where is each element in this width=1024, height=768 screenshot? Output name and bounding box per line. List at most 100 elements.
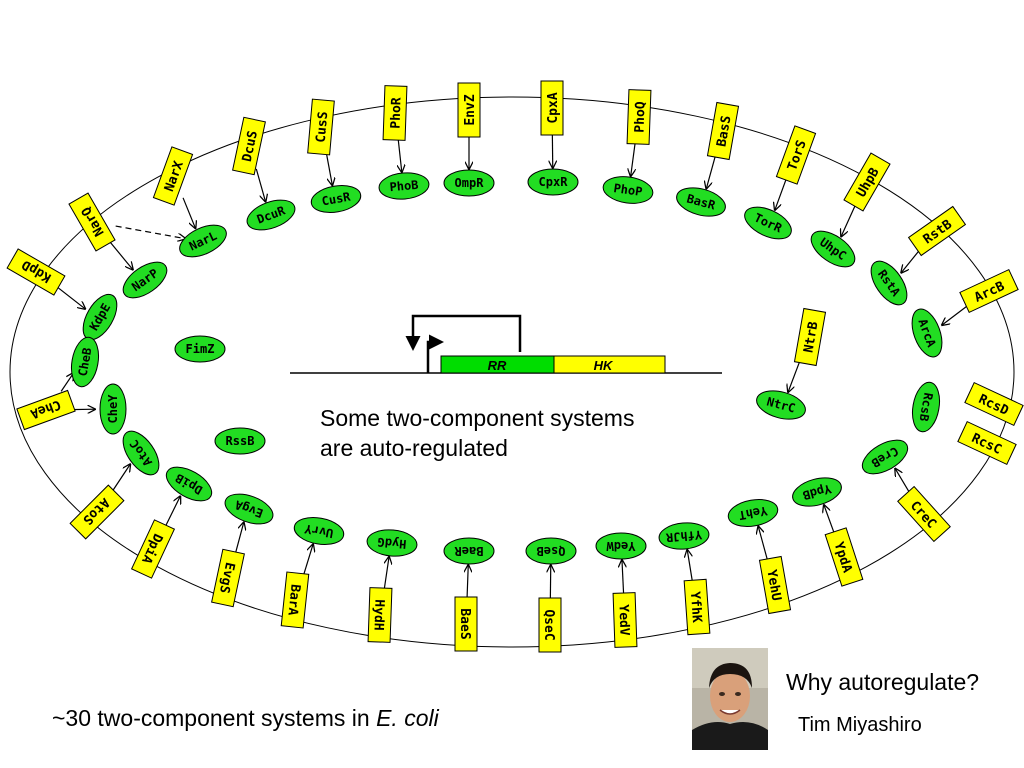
kinase-box [280,571,310,629]
kinase-label: CusS [314,111,332,144]
regulator-ellipse [744,206,792,240]
caption-line-1: Some two-component systems [320,405,635,431]
kinase-box [897,485,951,543]
kinase-rcsc: RcsC [957,420,1017,466]
regulator-rsta: RstA [870,260,908,306]
kinase-label: YedV [615,604,631,636]
regulator-ellipse [179,224,227,258]
cell-outline [9,96,1015,648]
regulator-label: OmpR [455,176,485,190]
kinase-box [907,205,967,257]
kinase-rcsd: RcsD [964,381,1024,427]
arrow-cuss-to-cusr [325,150,332,185]
regulator-narp: NarP [122,261,168,299]
regulator-narl: NarL [179,224,227,258]
regulator-label: CusR [321,189,353,208]
kinase-label: PhoQ [632,101,648,133]
kinase-atos: AtoS [69,484,125,540]
regulator-label: HydG [377,535,407,551]
regulator-label: CpxR [539,175,569,189]
regulator-ellipse [911,308,943,358]
regulator-baer: BaeR [443,537,495,565]
kinase-box [824,527,864,587]
kinase-yedv: YedV [612,592,638,648]
question-text: Why autoregulate? [786,669,980,695]
regulator-phob: PhoB [378,172,430,200]
kinase-dcus: DcuS [232,116,266,176]
kinase-narq: NarQ [68,192,116,252]
kinase-phor: PhoR [382,85,408,141]
regulator-ellipse [165,466,213,502]
kinase-box [68,192,116,252]
regulator-ellipse [122,261,168,299]
kinase-label: QseC [541,609,556,640]
kinase-baes: BaeS [454,596,478,652]
regulator-ypdb: YpdB [792,477,842,507]
regulator-label: CheY [106,394,120,424]
regulator-yfhjr: YfhJR [658,522,710,550]
regulator-label: RssB [226,434,255,448]
kinase-box [130,519,176,579]
regulator-ellipse [727,498,779,528]
arrow-dpia-to-dpib [164,496,181,529]
regulator-ntrc: NtrC [756,390,806,420]
regulator-fimz: FimZ [174,335,226,363]
promoter-arrow [426,334,444,373]
kinase-ypda: YpdA [824,527,864,587]
regulator-cheb: CheB [70,336,100,388]
kinase-tors: TorS [775,125,817,185]
kinase-bara: BarA [280,571,310,629]
kinase-yehu: YehU [758,555,792,615]
kinase-label: CpxA [546,92,561,123]
regulator-label: PhoP [613,181,644,199]
kinase-cuss: CusS [307,98,335,156]
kinase-label: EvgS [216,561,237,595]
regulator-ellipse [527,168,579,196]
kinase-box [16,389,76,431]
kinase-box [307,98,335,156]
regulator-ellipse [658,522,710,550]
regulator-label: CheB [76,347,95,378]
regulator-label: YehT [738,504,769,523]
arrow-hydh-to-hydg [383,557,389,592]
regulator-atoc: AtoC [122,430,160,476]
arrow-uhpb-to-uhpc [841,203,857,236]
kinase-label: BarA [284,583,302,616]
regulator-ellipse [214,427,266,455]
kinase-phoq: PhoQ [626,89,652,145]
arrow-bara-to-uvry [302,544,313,578]
footer-organism: E. coli [376,705,439,731]
kinase-label: YehU [763,569,783,603]
kinase-box [232,116,266,176]
arrow-bass-to-basr [706,153,717,189]
regulator-uvry: UvrY [293,516,345,546]
arrow-narx-to-narl [182,197,195,228]
arrow-atos-to-atoc [110,464,130,494]
caption-line-2: are auto-regulated [320,435,508,461]
arrow-ypda-to-ypdb [824,505,836,536]
regulator-label: QseB [537,544,566,558]
regulator-basr: BasR [676,187,726,217]
regulator-dpib: DpiB [165,466,213,502]
arrow-yfhk-to-yfhjr [687,550,694,584]
regulator-cusr: CusR [310,184,362,214]
regulator-ellipse [676,187,726,217]
regulator-ellipse [310,184,362,214]
kinase-box [538,597,562,653]
kinase-box [626,89,652,145]
arrow-kdpd-to-kdpe [55,285,86,309]
regulator-ellipse [911,381,941,433]
kinase-label: NtrB [801,320,821,354]
regulator-ellipse [870,260,908,306]
regulator-ellipse [861,439,909,475]
regulator-ellipse [224,493,274,525]
regulator-rcsb: RcsB [911,381,941,433]
regulator-creb: CreB [861,439,909,475]
regulator-label: PhoB [389,178,419,194]
arrow-crec-to-creb [895,469,911,495]
regulator-yeht: YehT [727,498,779,528]
kinase-dpia: DpiA [130,519,176,579]
regulator-ellipse [70,336,100,388]
arrow-dcus-to-dcur [255,168,265,202]
